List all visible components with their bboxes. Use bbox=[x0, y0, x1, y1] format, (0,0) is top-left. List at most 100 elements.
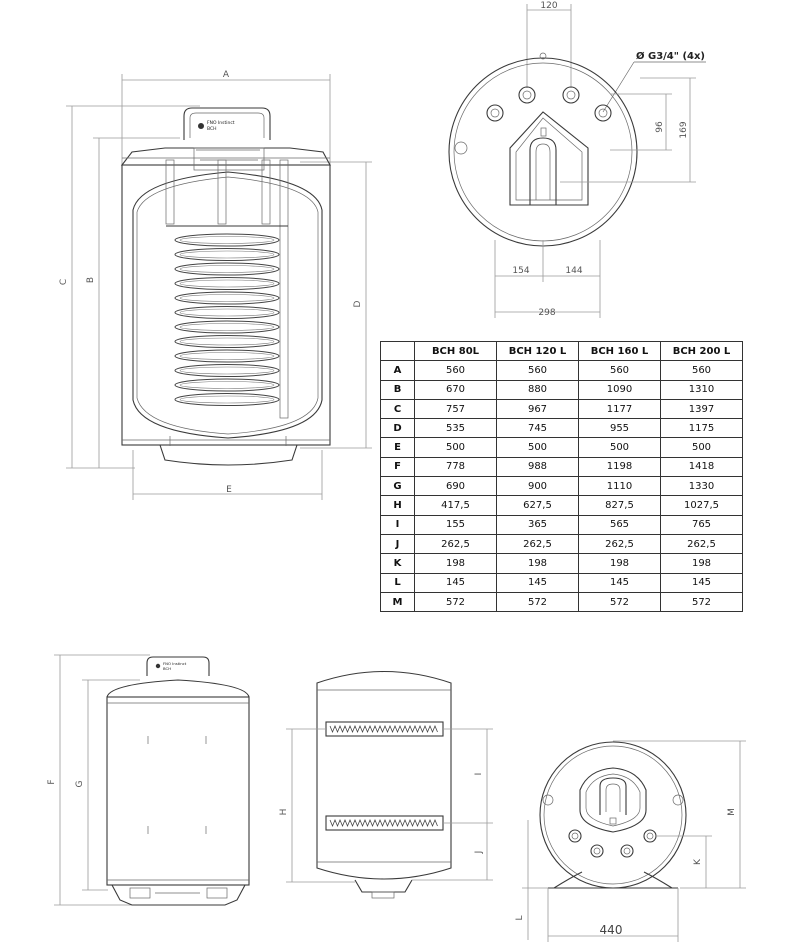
side-view: H I J bbox=[279, 670, 493, 899]
table-cell: 1397 bbox=[660, 398, 743, 420]
coil-loop bbox=[174, 291, 280, 305]
column-header: BCH 120 L bbox=[496, 340, 579, 362]
coil-loop-inner bbox=[179, 236, 275, 244]
table-cell: 880 bbox=[496, 379, 579, 400]
table-cell: 765 bbox=[660, 514, 743, 535]
table-cell: 1090 bbox=[578, 379, 661, 400]
table-cell: 690 bbox=[414, 476, 497, 497]
column-header: BCH 80L bbox=[414, 340, 497, 362]
coil-zigzag bbox=[329, 724, 438, 734]
table-cell: 262,5 bbox=[660, 533, 743, 555]
table-cell: 500 bbox=[660, 437, 743, 458]
badge-text-4: BCH bbox=[163, 666, 171, 671]
table-cell: 1175 bbox=[660, 418, 743, 439]
coil-loop bbox=[174, 320, 280, 334]
table-cell: 1310 bbox=[660, 379, 743, 400]
table-cell: 500 bbox=[578, 437, 661, 458]
table-cell: 778 bbox=[414, 456, 497, 478]
dim-d-label: D bbox=[353, 300, 363, 307]
table-cell: 145 bbox=[496, 572, 579, 593]
dim-a-label: A bbox=[223, 70, 230, 80]
row-label: B bbox=[380, 379, 415, 400]
coil-zigzag bbox=[329, 818, 438, 828]
row-label: J bbox=[380, 533, 415, 555]
table-cell: 560 bbox=[496, 360, 579, 381]
table-cell: 827,5 bbox=[578, 495, 661, 516]
coil-loop bbox=[174, 277, 280, 290]
column-header: BCH 200 L bbox=[660, 340, 743, 362]
coil-loop bbox=[174, 378, 280, 392]
dim-e-label: E bbox=[226, 485, 232, 495]
table-cell: 955 bbox=[578, 418, 661, 439]
table-cell: 1198 bbox=[578, 456, 661, 478]
top-view: 120 Ø G3/4" (4x) 96 169 bbox=[448, 1, 706, 318]
dim-298-label: 298 bbox=[538, 308, 555, 318]
badge-text-2: BCH bbox=[207, 126, 217, 132]
table-cell: 262,5 bbox=[496, 533, 579, 555]
coil-connection-bottom bbox=[329, 818, 438, 828]
dim-l-label: L bbox=[515, 915, 525, 920]
coil-loop-inner bbox=[179, 395, 275, 404]
dim-f-label: F bbox=[47, 779, 57, 784]
coil-loop bbox=[174, 248, 280, 261]
table-cell: 627,5 bbox=[496, 495, 579, 516]
table-cell: 572 bbox=[660, 591, 743, 613]
coil-loop-inner bbox=[179, 279, 275, 288]
dim-g-label: G bbox=[75, 780, 85, 787]
table-cell: 1177 bbox=[578, 398, 661, 420]
coil-loop-inner bbox=[179, 308, 275, 317]
end-view: M K L 440 bbox=[515, 740, 746, 942]
coil-loop bbox=[174, 349, 280, 363]
table-cell: 500 bbox=[414, 437, 497, 458]
table-corner-cell bbox=[380, 340, 415, 362]
dim-120-label: 120 bbox=[540, 1, 557, 11]
table-cell: 417,5 bbox=[414, 495, 497, 516]
dim-c-label: C bbox=[59, 279, 69, 285]
dim-j-label: J bbox=[474, 851, 484, 855]
row-label: H bbox=[380, 495, 415, 516]
table-cell: 560 bbox=[414, 360, 497, 381]
coil-loop-inner bbox=[179, 250, 275, 259]
table-cell: 967 bbox=[496, 398, 579, 420]
table-cell: 1110 bbox=[578, 476, 661, 497]
row-label: I bbox=[380, 514, 415, 535]
coil-loop-inner bbox=[179, 366, 275, 375]
dim-m-label: M bbox=[727, 808, 737, 816]
table-cell: 262,5 bbox=[578, 533, 661, 555]
coil-loop-inner bbox=[179, 337, 275, 346]
dim-i-label: I bbox=[474, 773, 484, 776]
table-cell: 535 bbox=[414, 418, 497, 439]
row-label: L bbox=[380, 572, 415, 593]
dim-144-label: 144 bbox=[565, 266, 582, 276]
dim-b-label: B bbox=[86, 277, 96, 283]
table-cell: 900 bbox=[496, 476, 579, 497]
row-label: M bbox=[380, 591, 415, 613]
dim-k-label: K bbox=[693, 858, 703, 865]
heating-coil bbox=[174, 233, 280, 406]
coil-loop bbox=[174, 335, 280, 348]
row-label: G bbox=[380, 476, 415, 497]
dim-154-label: 154 bbox=[512, 266, 529, 276]
dim-h-label: H bbox=[279, 809, 289, 816]
column-header: BCH 160 L bbox=[578, 340, 661, 362]
table-cell: 1027,5 bbox=[660, 495, 743, 516]
table-cell: 757 bbox=[414, 398, 497, 420]
coil-loop-inner bbox=[179, 381, 275, 389]
table-cell: 145 bbox=[414, 572, 497, 593]
coil-loop bbox=[174, 233, 280, 247]
row-label: E bbox=[380, 437, 415, 458]
